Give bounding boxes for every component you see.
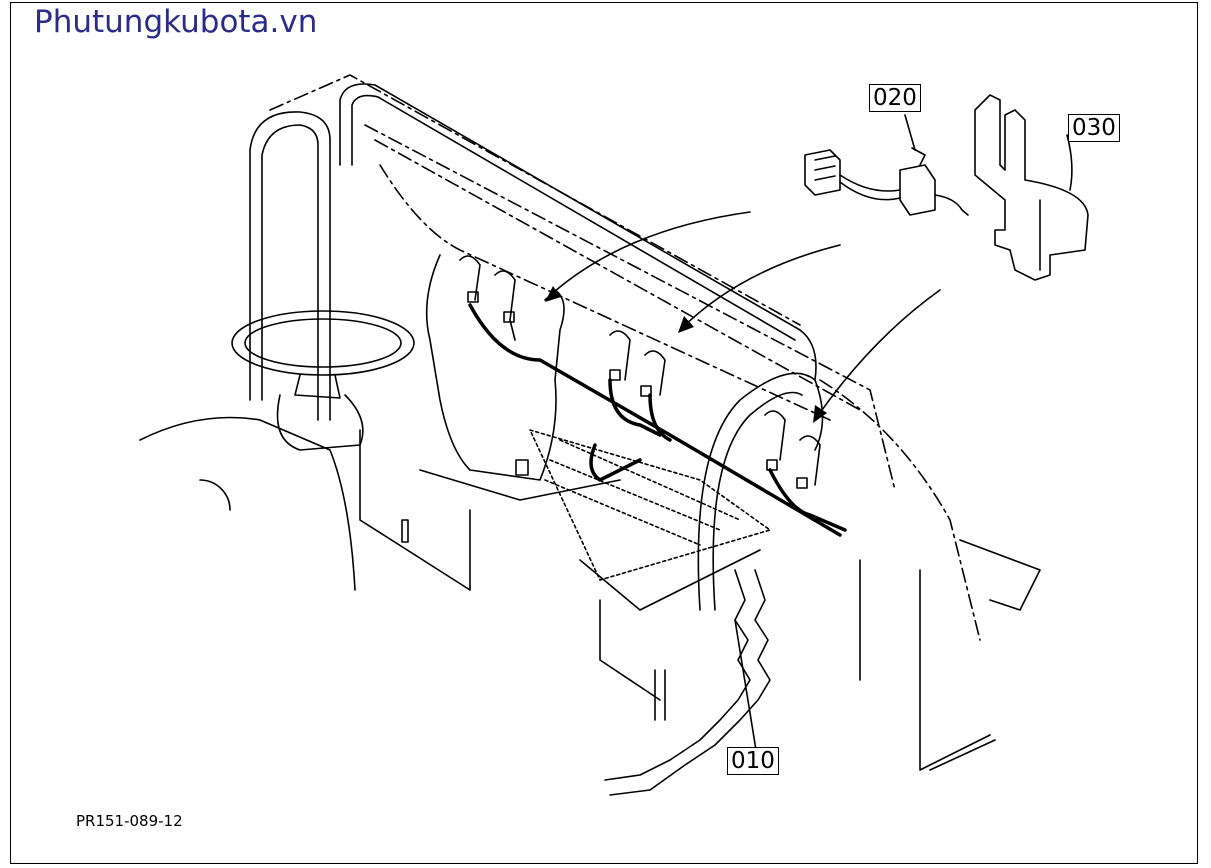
body-lines [139,416,996,771]
part-label-020[interactable]: 020 [869,84,921,112]
switch-assemblies [459,255,821,489]
arrow-heads [545,286,827,423]
drawing-code: PR151-089-12 [76,812,183,830]
part-label-030[interactable]: 030 [1068,114,1120,142]
dashboard-outline [269,74,896,491]
pointer-arrows [544,211,941,421]
corrugated-harness [604,569,771,796]
steering-wheel [231,310,415,451]
part-020-switch [804,114,969,216]
rops-frame [249,83,817,421]
part-label-010[interactable]: 010 [727,747,779,775]
floor-plate [529,429,771,581]
operator-seat [359,254,621,591]
leader-lines [734,619,757,751]
wire-harness [468,303,847,537]
diagram-frame [10,2,1198,864]
rops-hoop-right [697,372,1041,641]
watermark-text: Phutungkubota.vn [34,4,318,40]
